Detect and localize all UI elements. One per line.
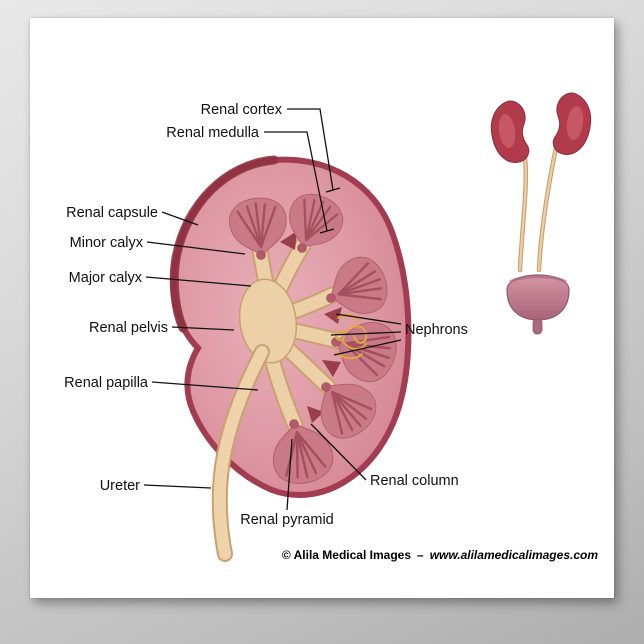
mini-bladder: [506, 274, 570, 321]
kidney-diagram: Renal cortex Renal medulla Renal capsule…: [64, 92, 592, 562]
label-renal-cortex: Renal cortex: [201, 102, 283, 118]
vessel-wedges: [280, 231, 342, 423]
leader-lines: [143, 108, 402, 511]
credit-text: © Alila Medical Images: [281, 548, 412, 562]
ureter-fill: [213, 346, 268, 560]
leader-nephrons-3: [333, 339, 402, 356]
label-nephrons: Nephrons: [405, 322, 468, 338]
leader-renal-pelvis: [171, 326, 235, 331]
label-renal-capsule: Renal capsule: [66, 205, 158, 221]
label-renal-column: Renal column: [370, 473, 459, 489]
mini-urethra: [532, 318, 543, 335]
leader-renal-papilla: [151, 381, 259, 391]
kidney-anatomy-poster: Renal cortex Renal medulla Renal capsule…: [30, 18, 614, 598]
leader-renal-column: [310, 423, 367, 481]
label-renal-papilla: Renal papilla: [64, 375, 149, 391]
leader-ureter: [143, 484, 212, 489]
mini-left-kidney-shade: [498, 114, 516, 148]
leader-nephrons-2: [330, 331, 402, 336]
renal-pelvis-shape: [238, 278, 298, 364]
leader-renal-medulla: [264, 131, 328, 232]
urinary-system-illustration: [490, 92, 592, 335]
leader-renal-cortex: [287, 108, 334, 191]
label-ureter: Ureter: [100, 478, 140, 494]
credit-separator: –: [417, 548, 424, 562]
leader-renal-capsule: [161, 211, 199, 226]
labels: Renal cortex Renal medulla Renal capsule…: [64, 102, 468, 528]
label-renal-pelvis: Renal pelvis: [89, 320, 168, 336]
leader-nephrons-1: [335, 313, 402, 325]
leader-minor-calyx: [146, 241, 246, 255]
mini-right-kidney-shade: [566, 106, 584, 140]
credit-website: www.alilamedicalimages.com: [429, 548, 598, 562]
label-renal-medulla: Renal medulla: [166, 125, 260, 141]
leader-major-calyx: [145, 276, 252, 287]
tick-renal-medulla: [319, 228, 335, 234]
tick-renal-cortex: [325, 187, 341, 193]
renal-papillae: [256, 243, 341, 429]
label-minor-calyx: Minor calyx: [70, 235, 144, 251]
leader-renal-pyramid: [286, 438, 293, 511]
label-major-calyx: Major calyx: [69, 270, 143, 286]
mini-bladder-top-band: [509, 275, 567, 284]
ureter-tube: [211, 344, 270, 562]
credit-line: © Alila Medical Images – www.alilamedica…: [282, 546, 598, 564]
label-renal-pyramid: Renal pyramid: [240, 512, 334, 528]
